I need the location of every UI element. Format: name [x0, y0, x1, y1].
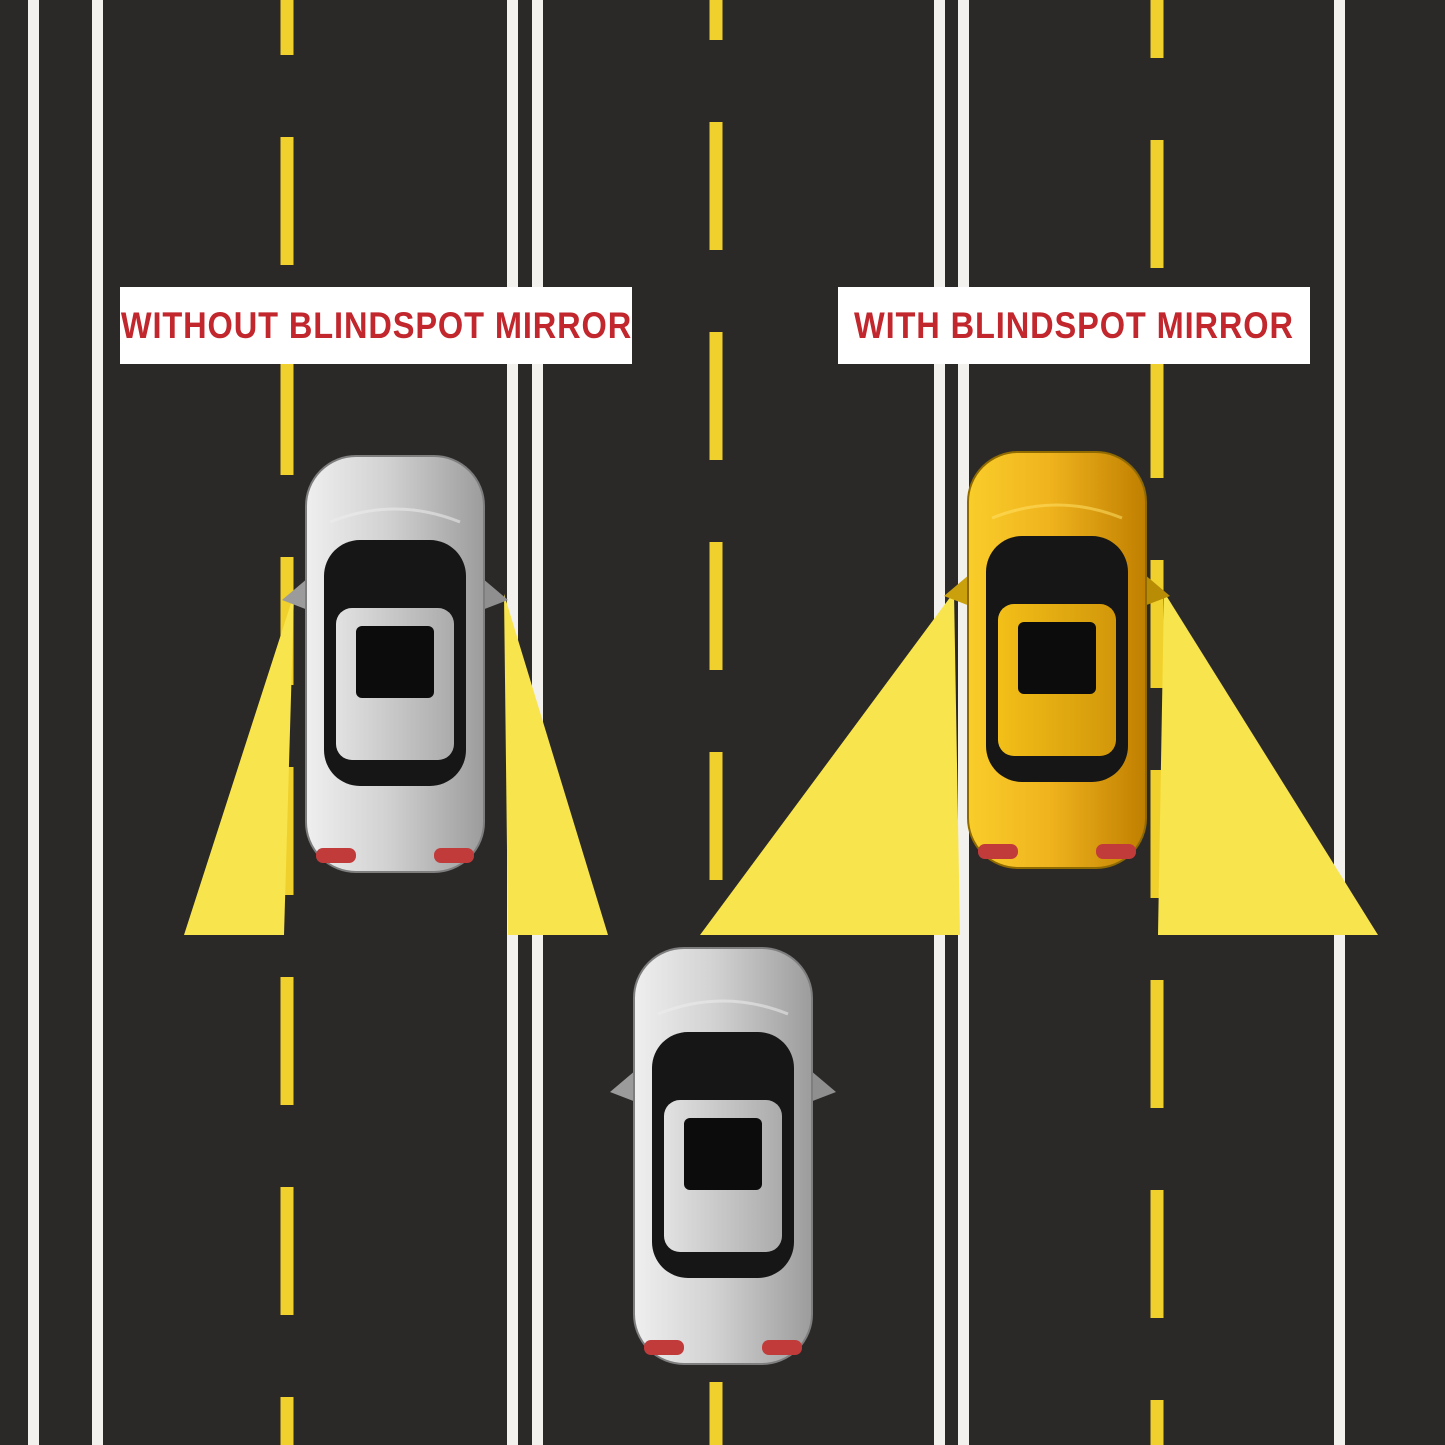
wide-view-cones: [700, 592, 1378, 935]
silver-car-left: [280, 454, 510, 874]
silver-car-bottom: [608, 946, 838, 1366]
lane-line-white-2: [92, 0, 103, 1445]
banner-without-blindspot-label: WITHOUT BLINDSPOT MIRROR: [120, 304, 632, 346]
banner-with-blindspot-label: WITH BLINDSPOT MIRROR: [854, 304, 1294, 346]
yellow-car-right: [942, 450, 1172, 870]
narrow-cone-left: [184, 594, 294, 935]
banner-with-blindspot: WITH BLINDSPOT MIRROR: [838, 287, 1310, 364]
lane-line-white-1: [28, 0, 39, 1445]
lane-line-white-7: [1334, 0, 1345, 1445]
wide-cone-left: [700, 592, 960, 935]
narrow-view-cones: [184, 594, 608, 935]
narrow-cone-right: [504, 594, 608, 935]
wide-cone-right: [1158, 592, 1378, 935]
banner-without-blindspot: WITHOUT BLINDSPOT MIRROR: [120, 287, 632, 364]
lane-line-white-6: [958, 0, 969, 1445]
